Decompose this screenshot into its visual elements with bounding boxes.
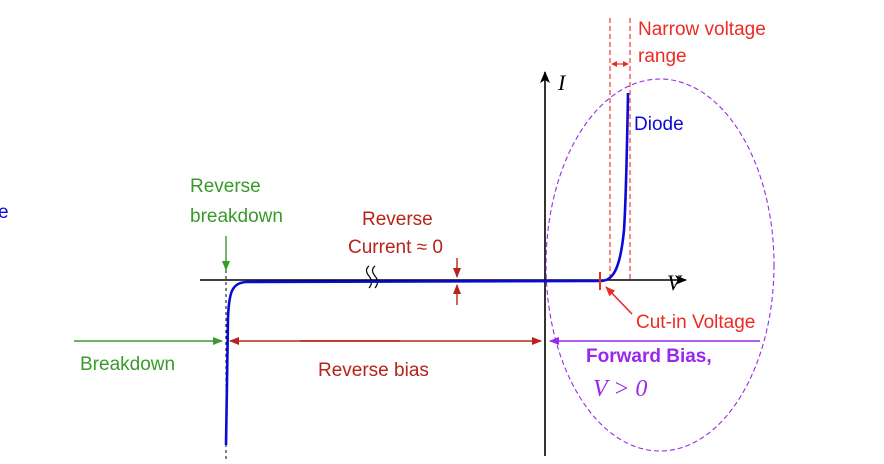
- reverse-bias-label: Reverse bias: [318, 360, 429, 381]
- narrow-voltage-label-line1: Narrow voltage: [638, 19, 766, 40]
- x-axis-label: V: [667, 270, 683, 295]
- reverse-breakdown-label-line1: Reverse: [190, 176, 261, 197]
- forward-bias-label: Forward Bias,: [586, 346, 712, 367]
- y-axis-label: I: [557, 70, 567, 95]
- reverse-breakdown-label-line2: breakdown: [190, 206, 283, 227]
- left-edge-text: e: [0, 202, 9, 223]
- forward-bias-ellipse: [545, 78, 775, 452]
- breakdown-label: Breakdown: [80, 354, 175, 375]
- narrow-voltage-label-line2: range: [638, 46, 687, 67]
- v-greater-than-zero-label: V > 0: [593, 376, 647, 402]
- diode-iv-curve: [224, 92, 630, 446]
- reverse-current-label-line2: Current ≈ 0: [348, 237, 443, 258]
- diode-label: Diode: [634, 114, 684, 135]
- axis-break-mark-1: [365, 265, 373, 289]
- reverse-current-label-line1: Reverse: [362, 209, 433, 230]
- axis-break-mark-2: [371, 265, 379, 289]
- cut-in-arrow: [605, 286, 633, 315]
- cut-in-voltage-label: Cut-in Voltage: [636, 312, 755, 333]
